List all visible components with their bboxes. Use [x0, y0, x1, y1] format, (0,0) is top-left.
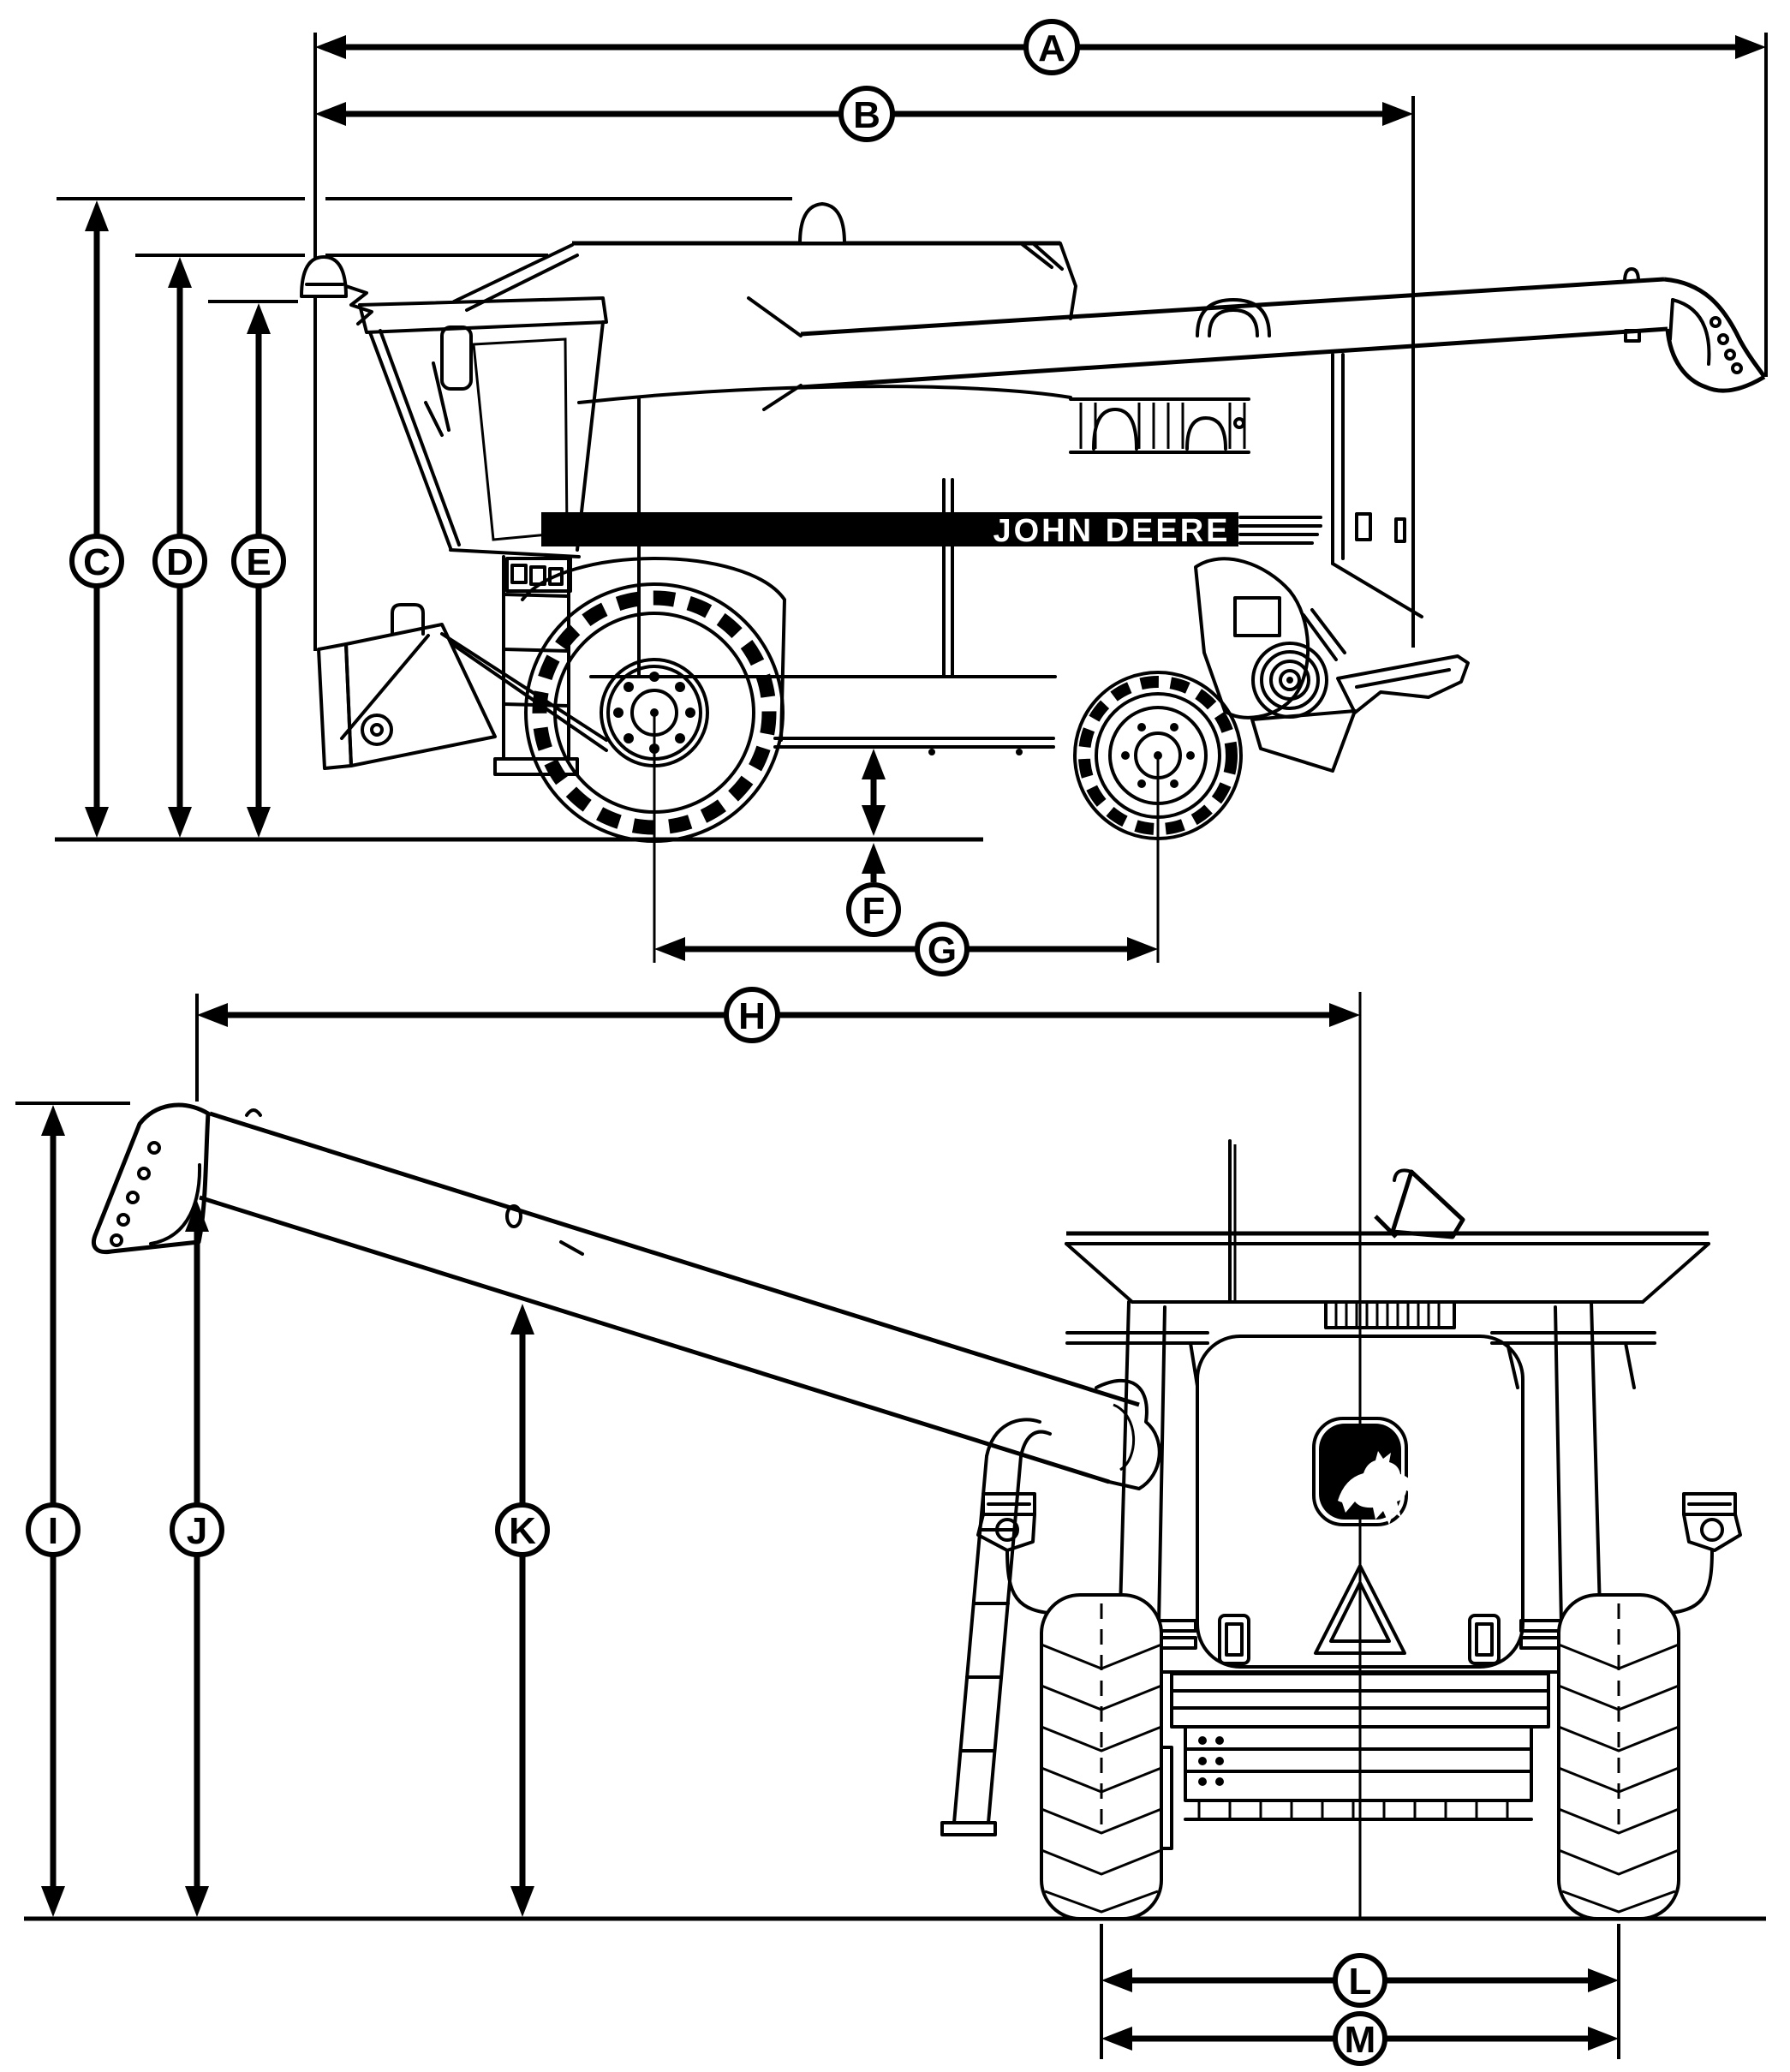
dim-badge-d: [152, 534, 207, 588]
dim-letter-j: J: [187, 1510, 207, 1552]
muffler: [1196, 298, 1271, 337]
feeder-house: [317, 603, 608, 770]
rear-view: H I J K: [15, 987, 1766, 2066]
dimension-c: C: [69, 200, 124, 838]
rear-wheel-side: [1073, 671, 1243, 840]
dim-badge-f: [846, 882, 901, 937]
grain-tank: [572, 202, 1077, 320]
john-deere-logo-icon: [1312, 1417, 1416, 1526]
dim-badge-k: [495, 1502, 550, 1557]
rear-ladder: [940, 1418, 1052, 1836]
leaping-deer-glyph: [1338, 1451, 1416, 1525]
rear-view-machine: [91, 1102, 1742, 1920]
left-bracket-light: [976, 1492, 1060, 1615]
dim-badge-b: [838, 86, 895, 142]
body-side: [521, 385, 1072, 755]
dim-badge-c: [69, 534, 124, 588]
dim-letter-f: F: [862, 890, 886, 932]
dimension-k: K: [495, 1304, 550, 1917]
dim-badge-a: [1023, 19, 1080, 75]
dim-letter-k: K: [509, 1510, 536, 1552]
dim-letter-m: M: [1345, 2019, 1376, 2061]
cab: [300, 243, 608, 593]
dim-letter-d: D: [166, 541, 194, 583]
dimension-e: E: [231, 303, 286, 838]
dim-letter-e: E: [246, 541, 271, 583]
dim-badge-j: [170, 1502, 224, 1557]
dim-letter-h: H: [738, 995, 766, 1037]
dim-badge-h: [724, 987, 780, 1043]
tail-lights: [1156, 1612, 1614, 1665]
dimension-a: A: [313, 19, 1768, 651]
dim-badge-l: [1333, 1953, 1387, 2008]
right-bracket-light: [1658, 1492, 1742, 1615]
unloading-auger-rear: [91, 1102, 1161, 1490]
left-tire-rear: [1040, 1593, 1163, 1920]
engine-hood-panel: [1196, 1335, 1524, 1669]
dimension-b: B: [315, 86, 1415, 648]
dimension-i: I: [15, 1102, 130, 1917]
rear-spreader: [1194, 353, 1470, 773]
dim-letter-b: B: [853, 94, 880, 136]
vent-strip: [1324, 1300, 1456, 1329]
dimension-d: D: [152, 257, 207, 838]
exhaust-outlet: [1390, 1169, 1465, 1239]
engine-deck: [1069, 298, 1271, 454]
dim-letter-g: G: [928, 929, 957, 971]
dimension-g: G: [653, 716, 1160, 976]
dimension-f: F: [846, 749, 901, 937]
cab-mirror: [440, 325, 473, 391]
beacon-light-icon: [798, 202, 846, 245]
dimension-l: L: [1100, 1924, 1620, 2059]
dim-badge-i: [26, 1502, 81, 1557]
dimension-j: J: [170, 1201, 224, 1917]
unloading-auger-side: [747, 267, 1767, 411]
decal-stripe: JOHN DEERE: [541, 512, 1322, 551]
cab-work-light-icon: [300, 255, 348, 298]
dimension-m: M: [1101, 2011, 1619, 2066]
dim-letter-i: I: [48, 1510, 58, 1552]
side-view-machine: JOHN DEERE: [300, 202, 1767, 843]
dimension-h: H: [195, 987, 1362, 1917]
right-tire-rear: [1557, 1593, 1680, 1920]
chopper-spreader: [1156, 1672, 1550, 1850]
brand-side-text: JOHN DEERE: [993, 513, 1230, 549]
dim-letter-a: A: [1038, 27, 1065, 69]
dim-badge-m: [1333, 2011, 1387, 2066]
dim-letter-c: C: [83, 541, 110, 583]
front-wheel-side: [524, 582, 785, 843]
dim-badge-g: [915, 922, 970, 976]
dim-letter-l: L: [1349, 1961, 1372, 2003]
side-view: A B C D: [55, 19, 1768, 976]
smv-triangle-icon: [1314, 1564, 1406, 1655]
dim-badge-e: [231, 534, 286, 588]
